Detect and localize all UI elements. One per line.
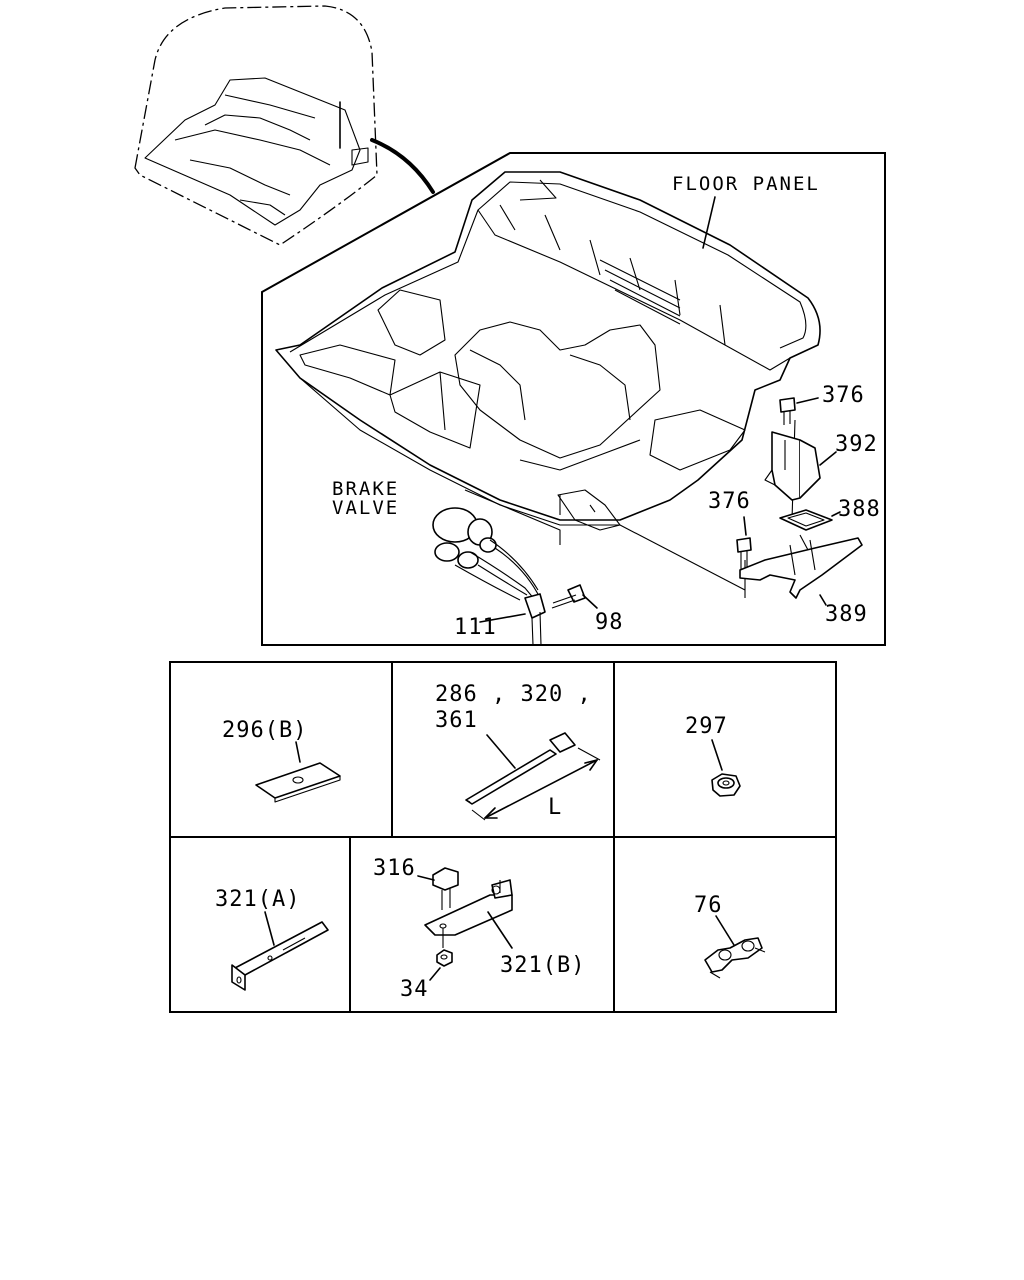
bracket-321a-drawing xyxy=(231,911,329,991)
part-34-label: 34 xyxy=(400,977,429,1002)
floor-panel-drawing xyxy=(275,171,821,598)
nut-297-drawing xyxy=(711,739,741,797)
plate-296b-drawing xyxy=(255,741,341,803)
gasket-388-drawing xyxy=(779,509,841,531)
part-321b-label: 321(B) xyxy=(500,953,585,978)
part-321a-label: 321(A) xyxy=(215,887,300,912)
part-111-label: 111 xyxy=(454,615,497,640)
part-296b-label: 296(B) xyxy=(222,718,307,743)
floor-panel-label: FLOOR PANEL xyxy=(672,173,820,195)
part-361-label: 361 xyxy=(435,708,478,733)
part-392-label: 392 xyxy=(835,432,878,457)
main-detail-frame xyxy=(261,152,886,646)
cab-thumbnail xyxy=(134,5,435,246)
part-98-label: 98 xyxy=(595,610,624,635)
brake-valve-label-line2: VALVE xyxy=(332,497,399,519)
bolt-376-top-drawing xyxy=(779,397,819,425)
length-l-label: L xyxy=(548,795,562,820)
bolt-98-drawing xyxy=(551,584,598,609)
clip-76-drawing xyxy=(704,915,766,979)
part-376-top-label: 376 xyxy=(822,383,865,408)
part-grid xyxy=(169,661,837,1013)
cable-tie-drawing xyxy=(465,732,601,821)
part-316-label: 316 xyxy=(373,856,416,881)
part-388-label: 388 xyxy=(838,497,881,522)
part-76-label: 76 xyxy=(694,893,723,918)
part-297-label: 297 xyxy=(685,714,728,739)
part-376-lower-label: 376 xyxy=(708,489,751,514)
brake-valve-drawing xyxy=(432,507,546,646)
part-286-320-label: 286 , 320 , xyxy=(435,682,592,707)
part-389-label: 389 xyxy=(825,602,868,627)
brake-valve-label-line1: BRAKE xyxy=(332,478,399,500)
bolt-376-lower-drawing xyxy=(736,516,752,570)
bracket-392-drawing xyxy=(764,431,837,501)
bolt-316-assembly-drawing xyxy=(417,867,513,981)
bracket-389-drawing xyxy=(739,534,863,606)
